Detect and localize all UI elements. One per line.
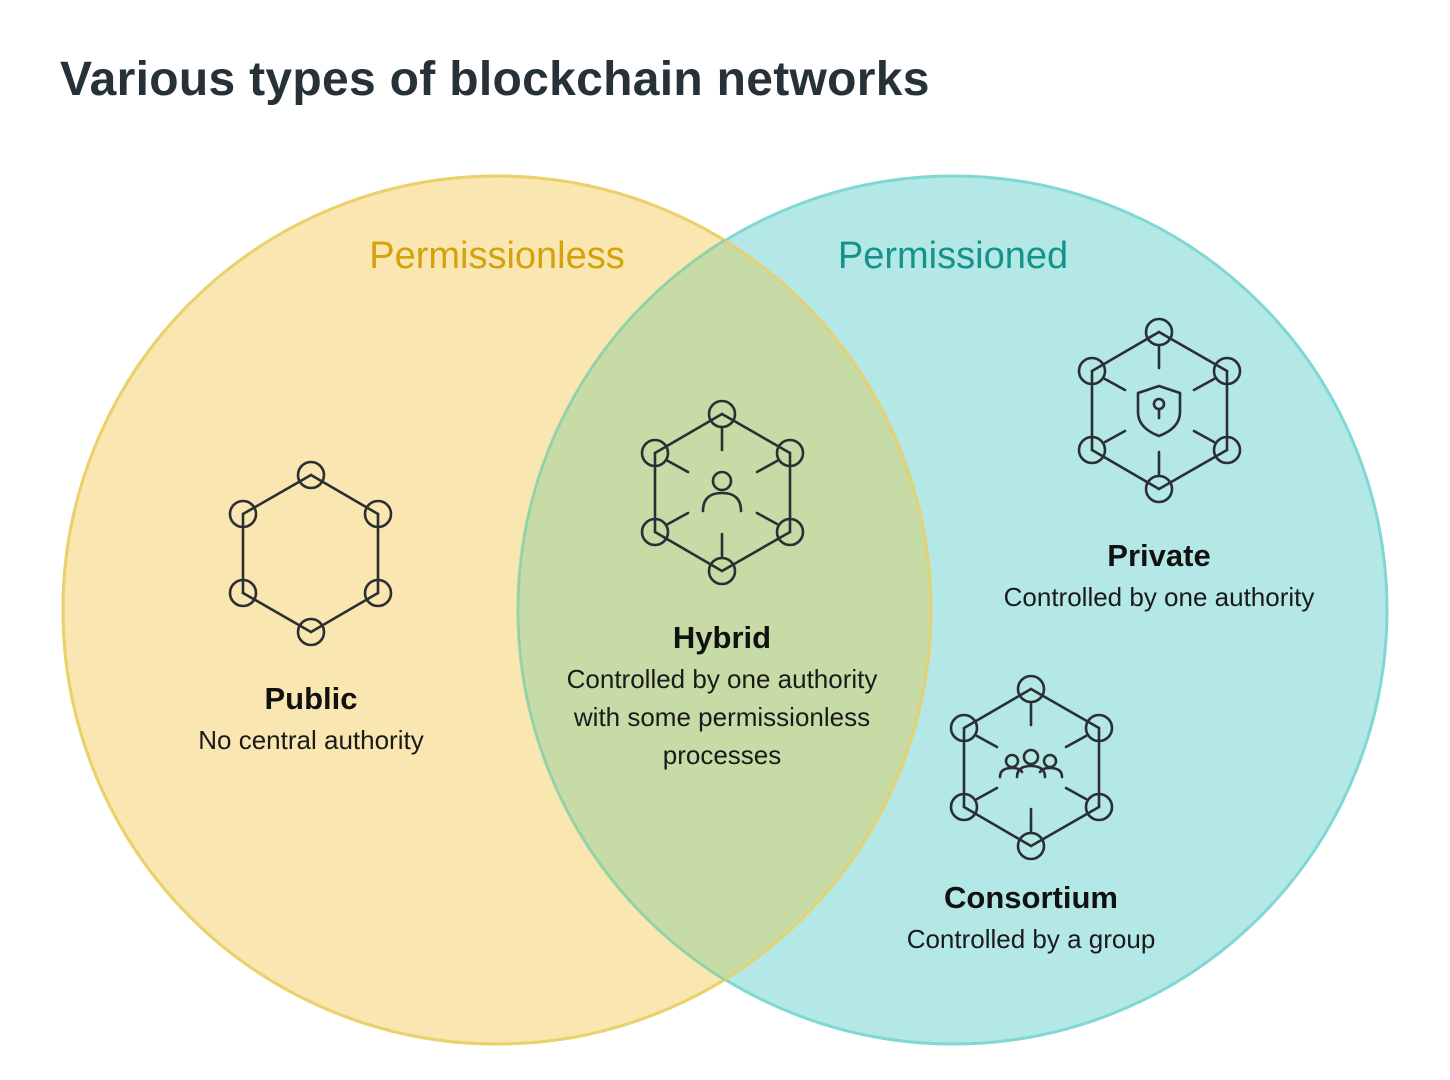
network-group-icon: [949, 674, 1114, 861]
permissionless-set-outline: [61, 174, 933, 1046]
private-title: Private: [1107, 538, 1210, 573]
consortium-title: Consortium: [944, 880, 1118, 915]
permissionless-label: Permissionless: [369, 235, 625, 277]
overlap-region: [519, 176, 931, 1044]
permissioned-set-outline-inner: [516, 238, 726, 982]
hybrid-description-line-1: Controlled by one authority: [567, 664, 878, 694]
hybrid-description-line-2: with some permissionless: [573, 702, 870, 732]
hexagon-network-icon: [228, 460, 393, 647]
public-title: Public: [264, 681, 357, 716]
consortium-description: Controlled by a group: [907, 924, 1156, 954]
hybrid-title: Hybrid: [673, 620, 771, 655]
permissioned-label: Permissioned: [838, 235, 1068, 277]
page-title: Various types of blockchain networks: [60, 53, 930, 106]
public-description: No central authority: [198, 725, 423, 755]
network-shield-lock-icon: [1077, 317, 1242, 504]
hybrid-description-line-3: processes: [663, 740, 782, 770]
private-description: Controlled by one authority: [1004, 582, 1315, 612]
network-person-icon: [640, 399, 805, 586]
